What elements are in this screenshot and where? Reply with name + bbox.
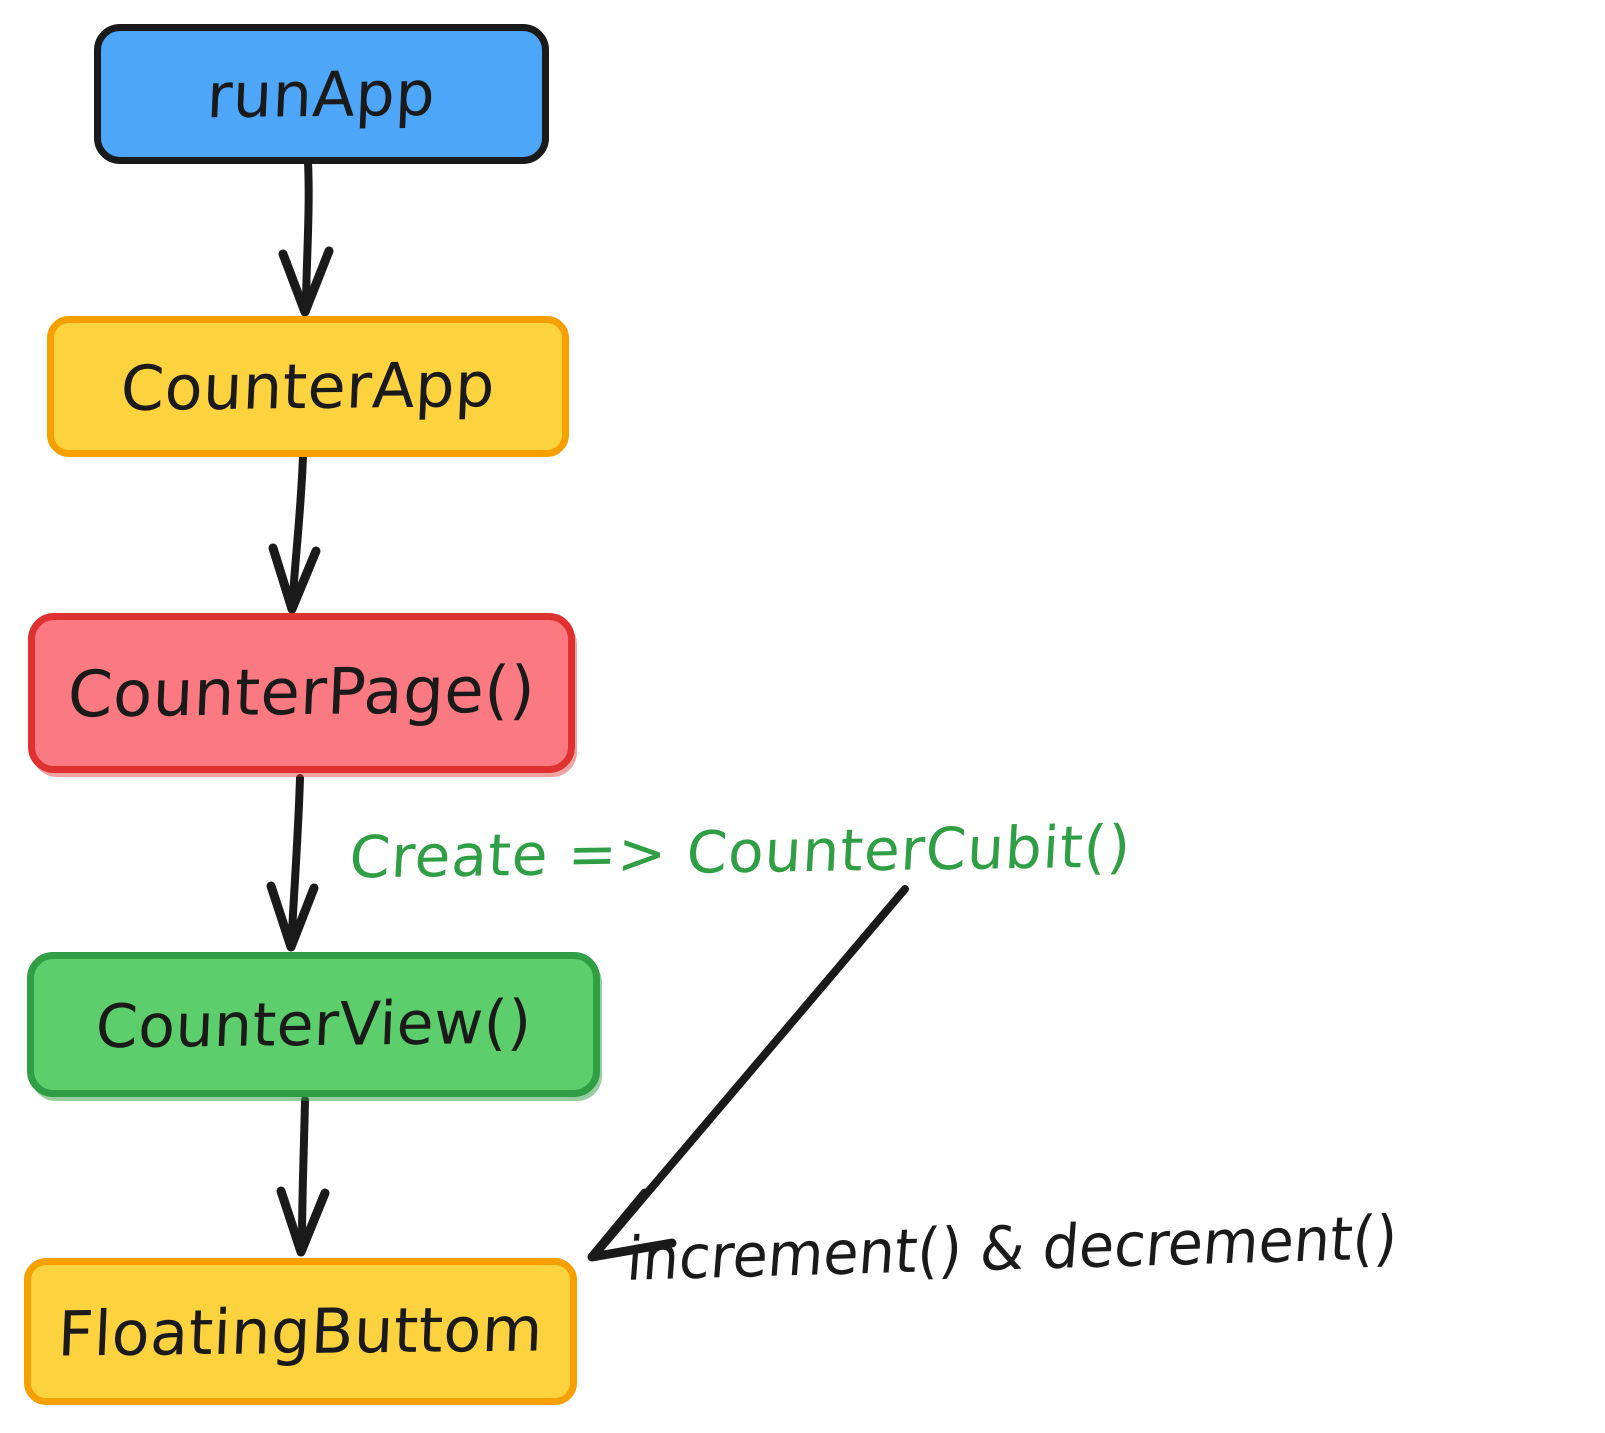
- node-counter-page[interactable]: CounterPage(): [28, 613, 575, 773]
- node-floating-button[interactable]: FloatingButtom: [24, 1258, 577, 1405]
- node-run-app[interactable]: runApp: [94, 24, 549, 164]
- edge-run-app-to-counter-app: [278, 158, 334, 317]
- edge-cubit-to-floating-button: [587, 885, 909, 1262]
- node-counter-app[interactable]: CounterApp: [47, 316, 569, 457]
- edge-label-create-counter-cubit: Create => CounterCubit(): [347, 812, 1133, 892]
- edge-counter-page-to-counter-view: [266, 774, 319, 952]
- edge-counter-app-to-counter-page: [268, 452, 321, 614]
- node-counter-view-label: CounterView(): [94, 987, 533, 1062]
- edge-label-increment-decrement: increment() & decrement(): [624, 1203, 1400, 1295]
- node-counter-app-label: CounterApp: [119, 348, 497, 425]
- edge-counter-view-to-floating-button: [276, 1096, 330, 1257]
- node-floating-button-label: FloatingButtom: [56, 1292, 545, 1371]
- node-counter-view[interactable]: CounterView(): [27, 952, 600, 1097]
- node-counter-page-label: CounterPage(): [66, 653, 537, 733]
- node-run-app-label: runApp: [205, 56, 438, 132]
